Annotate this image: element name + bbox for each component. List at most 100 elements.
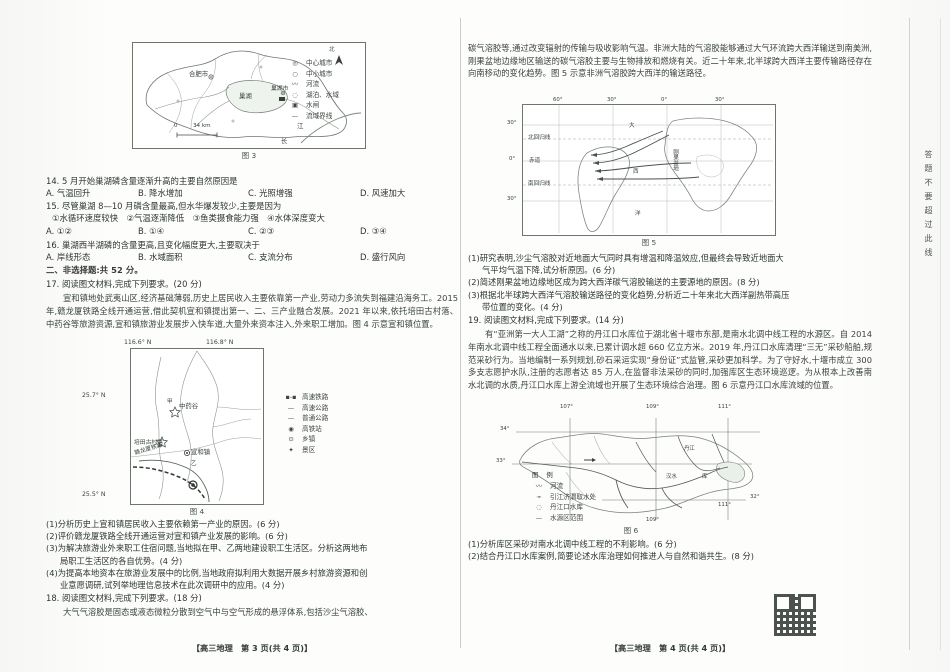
- compass-label: 北: [329, 47, 335, 53]
- center-city-icon: ◎: [292, 59, 298, 67]
- question-19-stem: 19. 阅读图文材料,完成下列要求。(14 分): [468, 315, 624, 325]
- option-c[interactable]: C. 光照增强: [248, 188, 293, 199]
- legend-label: 景区: [302, 445, 316, 454]
- legend-label: 引江济渭取水处: [550, 492, 597, 501]
- question-17-stem: 17. 阅读图文材料,完成下列要求。(20 分): [46, 279, 202, 289]
- figure-3-map: 合肥市 巢湖市 巢湖 江 长 北 0 34 km: [132, 42, 366, 149]
- sub-question: (2)简述刚果盆地边缘地区成为跨大西洋碳气溶胶输送的主要源地的原因。(8 分): [468, 277, 760, 288]
- question-18-paragraph-start: 大气气溶胶是固态或液态微粒分散到空气中与空气形成的悬浮体系,包括沙尘气溶胶、: [63, 607, 373, 618]
- fig6-lon-111-bottom: 111°: [718, 502, 731, 508]
- water-intake-icon: ➛: [536, 492, 542, 501]
- map-label-congo: 刚果盆地: [672, 149, 678, 172]
- legend-title: 图 例: [532, 471, 556, 479]
- hsr-station-icon: ◉: [288, 424, 294, 433]
- option-d[interactable]: D. ③④: [360, 225, 387, 236]
- legend-label: 流域界线: [306, 111, 333, 120]
- fig5-lat-0: 0°: [509, 156, 516, 162]
- option-a[interactable]: A. 气温回升: [46, 188, 91, 199]
- question-14-stem: 14. 5 月开始巢湖磷含量逐渐升高的主要自然原因是: [46, 176, 238, 186]
- sub-question: (4)为提高本地资本在旅游业发展中的比例,当地政府拟利用大数据开展乡村旅游资源和…: [46, 567, 368, 578]
- basin-boundary-icon: —: [291, 111, 299, 120]
- question-15-stem: 15. 尽管巢湖 8—10 月磷含量最高,但水华爆发较少,主要是因为: [46, 201, 282, 211]
- question-18-subs: (1)研究表明,沙尘气溶胶对近地面大气同时具有增温和降温效应,但最终会导致近地面…: [468, 252, 872, 313]
- reservoir-icon: ◌: [536, 503, 542, 511]
- legend-label: 高速公路: [302, 403, 329, 412]
- fig6-lat-33: 33°: [496, 458, 506, 464]
- small-city-icon: ○: [292, 69, 298, 78]
- map-label-hanshui: 汉水: [666, 474, 677, 480]
- question-16-stem: 16. 巢湖西半湖磷的含量更高,且变化幅度更大,主要取决于: [46, 240, 260, 250]
- figure-6-caption: 图 6: [623, 526, 639, 535]
- option-b[interactable]: B. ①④: [138, 225, 165, 236]
- figure-3-caption: 图 3: [241, 151, 257, 160]
- fig6-lon-109: 109°: [646, 404, 659, 410]
- legend-item: ⊙乡镇: [284, 434, 328, 445]
- fig5-lon-30w: 30°: [607, 97, 617, 103]
- river-icon: 〰: [535, 482, 543, 490]
- fig6-lon-111: 111°: [718, 404, 731, 410]
- figure-6-map: 107° 109° 111° 34° 33° 32° 109° 111° 丹江 …: [496, 404, 806, 524]
- sub-question: (2)结合丹江口水库案例,简要论述水库治理如何推进人与自然和谐共生。(8 分): [468, 551, 754, 562]
- option-a[interactable]: A. 岸线形态: [46, 252, 91, 263]
- map-label-equator: 赤道: [529, 158, 541, 164]
- fig6-lat-32: 32°: [750, 494, 760, 500]
- figure-3-legend: ◎中心城市 ○中小城市 〰河流 ◌湖泊、水域 ▣水闸 —流域界线: [288, 58, 339, 121]
- sub-question-cont: 带位置的变化。(4 分): [482, 301, 563, 312]
- legend-label: 水闸: [306, 101, 320, 109]
- right-column: 碳气溶胶等,通过改变辐射的传输与吸收影响气温。非洲大陆的气溶胶能够通过大气环流跨…: [468, 0, 872, 672]
- scenic-area-icon: ✦: [288, 445, 294, 454]
- qr-code: [774, 594, 816, 636]
- legend-item: —普通公路: [284, 413, 329, 424]
- sub-question-cont: 局职工生活区的各自优势。(4 分): [60, 555, 183, 566]
- legend-label: 丹江口水库: [550, 503, 583, 511]
- fig4-lon-left: 116.6° N: [124, 339, 152, 346]
- option-b[interactable]: B. 降水增加: [138, 188, 183, 199]
- map-label-reservoir: 库: [702, 474, 708, 480]
- water-gate-icon: ▣: [291, 101, 299, 109]
- option-d[interactable]: D. 盛行风向: [360, 252, 406, 263]
- question-15-options: A. ①② B. ①④ C. ②③ D. ③④: [46, 225, 458, 237]
- question-14-options: A. 气温回升 B. 降水增加 C. 光照增强 D. 风速加大: [46, 187, 458, 199]
- scale-distance: 34 km: [193, 123, 211, 129]
- sub-question: (3)根据北半球跨大西洋气溶胶输送路径的变化趋势,分析近二十年来北大西洋副热带高…: [468, 289, 790, 300]
- scale-zero: 0: [174, 123, 178, 129]
- legend-item: ▣ 水闸: [288, 100, 339, 111]
- fig5-lon-60: 60°: [553, 97, 563, 103]
- question-19-paragraph: 有“亚洲第一大人工湖”之称的丹江口水库位于湖北省十堰市东部,是南水北调中线工程的…: [468, 329, 872, 390]
- expressway-icon: —: [287, 403, 295, 412]
- legend-item: ◉ 高铁站: [284, 424, 328, 435]
- legend-label: 高铁站: [302, 424, 322, 433]
- fig4-lat-bottom: 25.5° N: [82, 491, 106, 498]
- footer-page-4: 【高三地理 第 4 页(共 4 页)】: [609, 643, 731, 653]
- option-b[interactable]: B. 水域面积: [138, 252, 183, 263]
- fig4-lon-right: 116.8° N: [206, 339, 234, 346]
- option-a[interactable]: A. ①②: [46, 225, 72, 236]
- high-speed-rail-icon: ▪-▪: [285, 393, 297, 401]
- legend-item: — 流域界线: [288, 111, 339, 122]
- footer-page-3: 【高三地理 第 3 页(共 4 页)】: [191, 643, 313, 653]
- map-label-zhongyaogu: 中药谷: [179, 402, 199, 410]
- map-label-xuanhe: 宣和镇: [191, 448, 211, 456]
- section-2-title: 二、非选择题:共 52 分。: [46, 265, 143, 275]
- map-label-chaohu-lake: 巢湖: [239, 92, 252, 100]
- fig4-lat-top: 25.7° N: [82, 392, 106, 399]
- fig5-lon-0: 0°: [661, 97, 668, 103]
- ordinary-road-icon: —: [287, 414, 295, 422]
- sub-question-cont: 业意愿调研,试列举地理信息技术在此次调研中的应用。(4 分): [60, 580, 285, 591]
- legend-label: 中小城市: [306, 69, 333, 78]
- option-d[interactable]: D. 风速加大: [360, 188, 406, 199]
- question-18-paragraph-cont: 碳气溶胶等,通过改变辐射的传输与吸收影响气温。非洲大陆的气溶胶能够通过大气环流跨…: [468, 43, 872, 79]
- map-label-chaohu-city: 巢湖市: [271, 86, 289, 92]
- fig6-lon-109-bottom: 109°: [646, 517, 659, 523]
- lake-icon: ◌: [292, 90, 298, 99]
- column-divider: [460, 18, 461, 648]
- option-c[interactable]: C. ②③: [248, 225, 275, 236]
- option-c[interactable]: C. 支流分布: [248, 252, 293, 263]
- question-15-items: ①水循环速度较快 ②气温逐渐降低 ③鱼类摄食能力强 ④水体深度变大: [52, 213, 325, 224]
- legend-label: 河流: [306, 80, 320, 88]
- fig5-lat-30s: 30°: [507, 196, 517, 202]
- question-19-subs: (1)分析库区采砂对南水北调中线工程的不利影响。(6 分) (2)结合丹江口水库…: [468, 538, 872, 562]
- map-label-danjiang: 丹江: [684, 446, 695, 452]
- map-label-jiang: 江: [297, 122, 304, 130]
